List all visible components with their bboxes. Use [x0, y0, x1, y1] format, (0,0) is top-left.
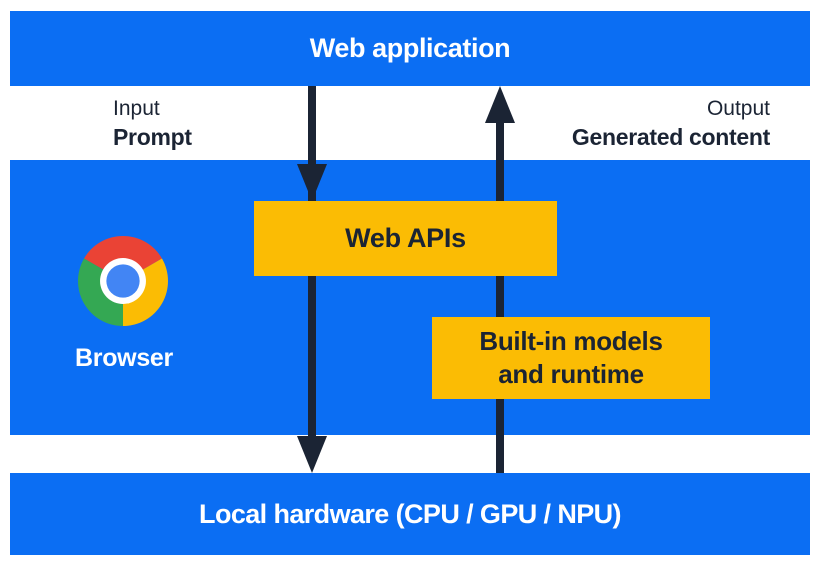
local-hardware-band: Local hardware (CPU / GPU / NPU)	[10, 473, 810, 555]
web-apis-label: Web APIs	[345, 223, 466, 253]
output-arrowhead-icon	[485, 86, 515, 123]
chrome-logo-icon	[78, 236, 168, 326]
generated-content-label: Generated content	[571, 124, 770, 150]
prompt-label: Prompt	[113, 124, 192, 150]
output-arrow-line	[496, 120, 504, 473]
output-caption: Output	[706, 97, 770, 120]
web-application-label: Web application	[309, 33, 511, 63]
local-hardware-label: Local hardware (CPU / GPU / NPU)	[199, 498, 621, 529]
built-in-models-line2: and runtime	[498, 359, 644, 389]
built-in-models-box: Built-in models and runtime	[432, 317, 710, 399]
built-in-models-line1: Built-in models	[479, 326, 663, 356]
input-arrowhead-lower-icon	[297, 436, 327, 473]
input-flow-label: Input Prompt	[113, 96, 192, 152]
input-caption: Input	[113, 97, 160, 120]
output-flow-label: Output Generated content	[572, 96, 770, 152]
input-arrowhead-upper-icon	[297, 164, 327, 201]
browser-label: Browser	[75, 344, 173, 372]
web-apis-box: Web APIs	[254, 201, 557, 276]
web-application-band: Web application	[10, 11, 810, 86]
